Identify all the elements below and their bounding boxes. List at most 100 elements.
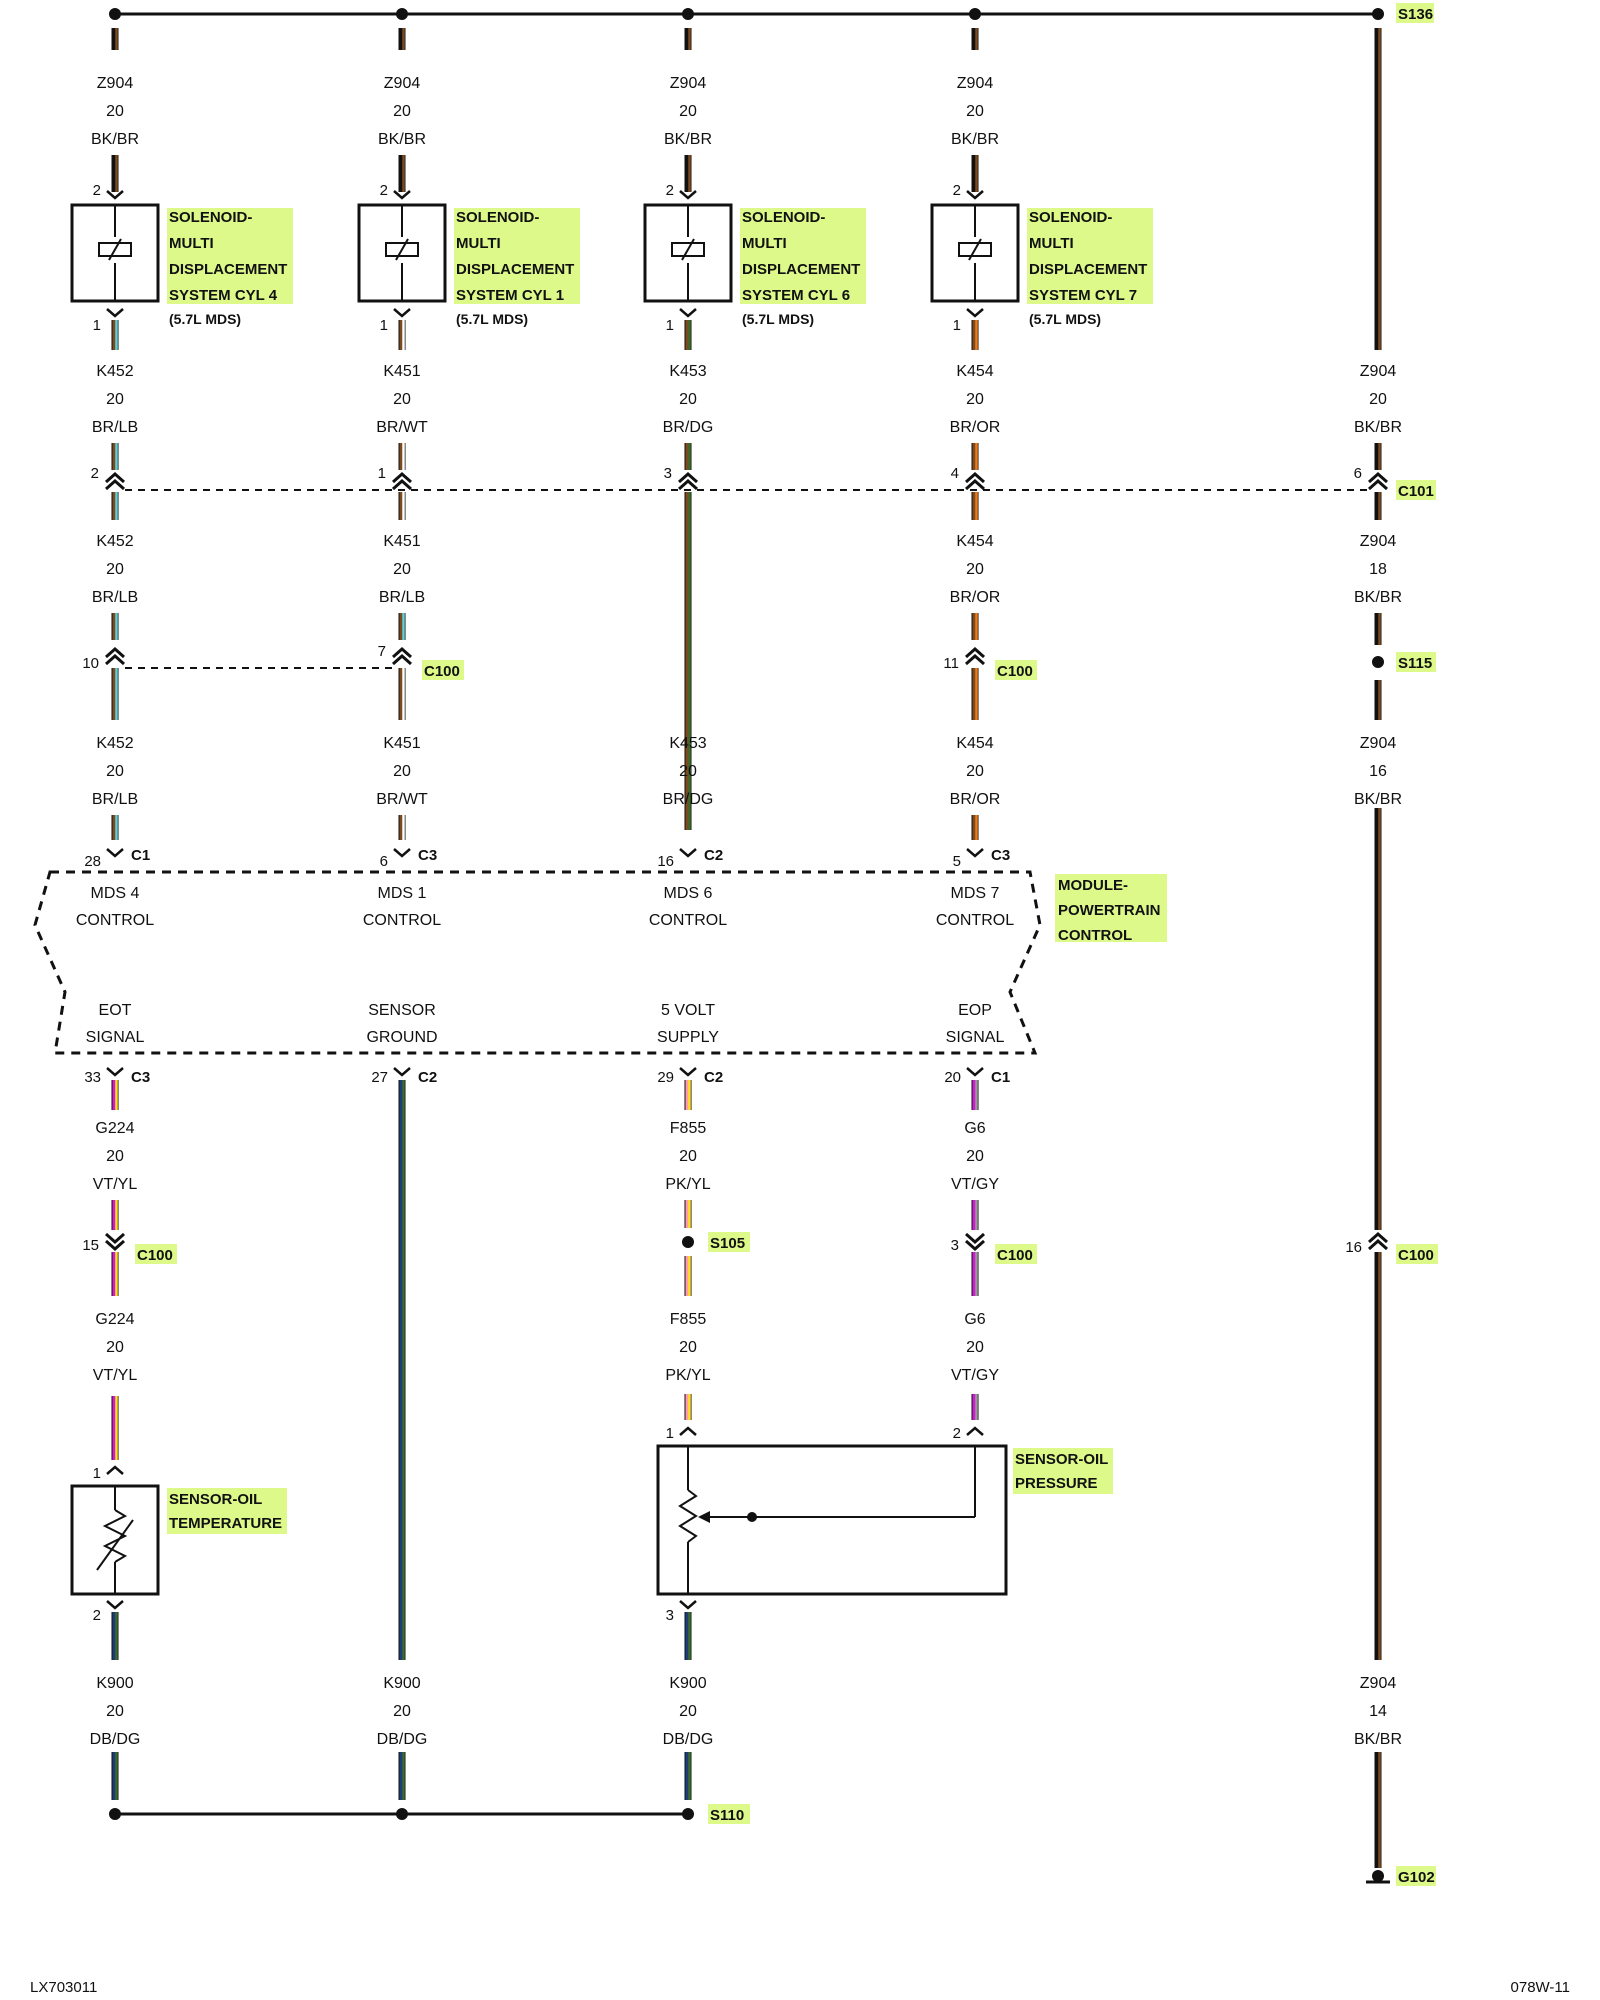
labels-layer: S136Z90420BK/BR2SOLENOID-MULTIDISPLACEME… [76,6,1435,1886]
pcm-circuit-name: MDS 1 [378,885,427,902]
wire-color: BR/LB [92,589,138,606]
wire-gauge: 20 [393,391,411,408]
terminal-down [393,1067,411,1077]
label-highlight-c100 [422,660,464,680]
wire-color: VT/GY [951,1367,999,1384]
wire-gauge: 16 [1369,763,1387,780]
oil-temp-highlight [167,1488,287,1534]
solenoid-variant: (5.7L MDS) [456,311,528,327]
solenoid-name-line: DISPLACEMENT [456,261,574,278]
c100-lower-pin: 3 [951,1237,959,1254]
wire-color: BR/LB [92,791,138,808]
c100-upper-label: C100 [997,663,1033,680]
label-highlight-s115 [1396,652,1436,672]
ground-dot [1372,1870,1384,1882]
wire-gauge: 20 [966,1339,984,1356]
c100-upper-label: C100 [424,663,460,680]
solenoid-coil-slash [968,238,982,261]
bus-splice-dot-3 [969,8,981,20]
circuit-id: G224 [95,1311,134,1328]
wire-gauge: 20 [106,391,124,408]
inline-connector-upper [392,471,412,484]
pcm-bottom-connector-id: C2 [704,1069,723,1086]
inline-connector-lower [965,478,985,491]
pcm-circuit-name: 5 VOLT [661,1002,715,1019]
circuit-id: K453 [669,363,706,380]
terminal-up [966,1426,984,1436]
c100-upper-pin: 11 [943,655,959,672]
pcm-top-connector-id: C3 [418,847,437,864]
circuit-id: Z904 [1360,1675,1397,1692]
pcm-bottom-connector-id: C2 [418,1069,437,1086]
wire-gauge: 20 [393,1703,411,1720]
pcm-circuit-name: MDS 4 [91,885,140,902]
circuit-id: Z904 [97,75,134,92]
terminal-down [393,190,411,200]
circuit-id: K451 [383,533,420,550]
splice-s105-label: S105 [710,1235,745,1252]
inline-connector-lower [105,478,125,491]
wire-color: DB/DG [377,1731,428,1748]
c101-pin: 3 [664,465,672,482]
terminal-down [106,848,124,858]
label-highlight-c100 [995,1244,1037,1264]
solenoid-variant: (5.7L MDS) [1029,311,1101,327]
pcm-circuit-name: SENSOR [368,1002,436,1019]
c100-lower-pin: 15 [82,1237,99,1254]
wire-gauge: 18 [1369,561,1387,578]
inline-connector-lower [1368,478,1388,491]
wire-color: VT/GY [951,1176,999,1193]
solenoid-pin-bottom: 1 [953,317,961,334]
pcm-circuit-name: SUPPLY [657,1029,719,1046]
potentiometer-icon [678,1489,698,1543]
pcm-bottom-pin-number: 33 [84,1069,101,1086]
inline-connector-upper [392,646,412,659]
oil-pressure-name-line: SENSOR-OIL [1015,1451,1108,1468]
solenoid-pin-bottom: 1 [93,317,101,334]
wire-color: PK/YL [665,1176,710,1193]
wire-gauge: 20 [106,763,124,780]
pcm-circuit-name: GROUND [366,1029,437,1046]
pcm-circuit-name: MDS 6 [664,885,713,902]
terminal-down [966,1067,984,1077]
wire-gauge: 20 [106,1148,124,1165]
solenoid-coil-slash [395,238,409,261]
solenoid-coil-slash [681,238,695,261]
solenoid-pin-bottom: 1 [380,317,388,334]
wire-color: BK/BR [378,131,426,148]
solenoid-name-line: SOLENOID- [742,209,825,226]
wire-gauge: 14 [1369,1703,1387,1720]
wire-color: BR/OR [950,791,1001,808]
pcm-name-highlight [1055,874,1167,942]
wire-gauge: 20 [106,1339,124,1356]
pcm-circuit-name: EOP [958,1002,992,1019]
circuit-id: Z904 [384,75,421,92]
circuit-id: F855 [670,1311,707,1328]
wire-color: BR/WT [376,419,428,436]
circuit-id: G6 [964,1120,985,1137]
bottom-bus-dot-1 [396,1808,408,1820]
solenoid-pin-top: 2 [953,182,961,199]
pcm-circuit-name: SIGNAL [86,1029,145,1046]
pcm-top-connector-id: C1 [131,847,150,864]
circuit-id: Z904 [1360,735,1397,752]
solenoid-pin-bottom: 1 [666,317,674,334]
wire-color: BR/WT [376,791,428,808]
solenoid-name-line: SOLENOID- [169,209,252,226]
label-highlight-c100 [995,660,1037,680]
c101-pin: 4 [951,465,959,482]
wire-color: BR/LB [379,589,425,606]
solenoid-label-highlight [454,208,580,304]
solenoid-name-line: SYSTEM CYL 6 [742,287,850,304]
terminal-down [679,848,697,858]
wire-color: BR/DG [663,791,714,808]
oil-pressure-pin-3: 3 [666,1607,674,1624]
label-highlight-s136 [1396,3,1434,23]
solenoid-pin-top: 2 [380,182,388,199]
inline-connector-upper [105,471,125,484]
circuit-id: G224 [95,1120,134,1137]
pcm-name-line: MODULE- [1058,877,1128,894]
oil-pressure-highlight [1013,1448,1113,1494]
solenoid-name-line: MULTI [742,235,787,252]
